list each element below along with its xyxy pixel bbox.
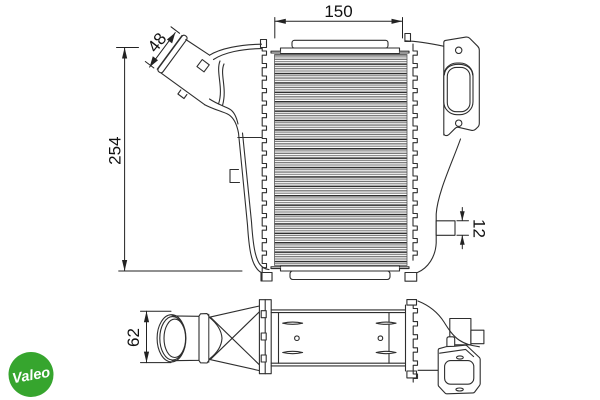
svg-text:254: 254 — [105, 137, 124, 165]
svg-text:12: 12 — [470, 219, 489, 238]
svg-text:Valeo: Valeo — [11, 365, 51, 387]
svg-text:62: 62 — [124, 328, 143, 347]
svg-text:48: 48 — [144, 29, 171, 56]
svg-text:150: 150 — [324, 2, 352, 21]
